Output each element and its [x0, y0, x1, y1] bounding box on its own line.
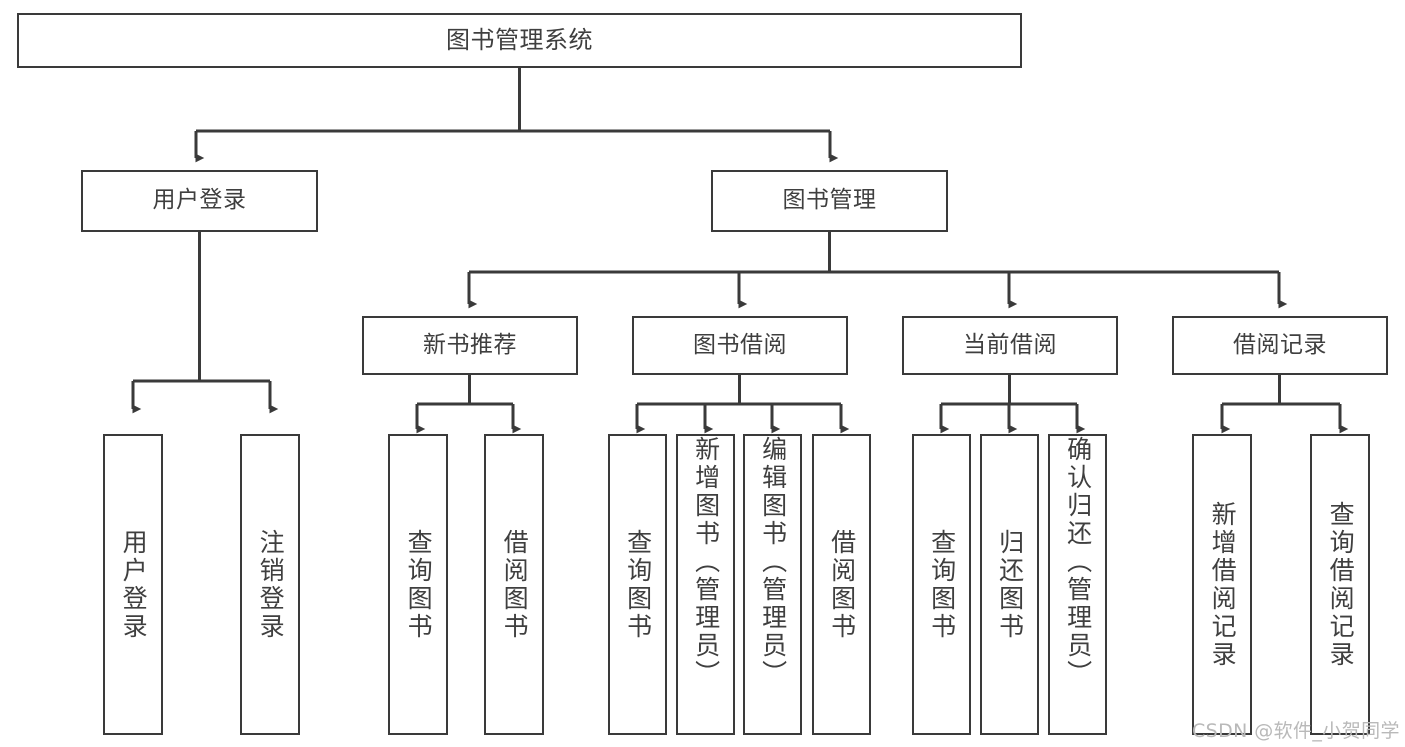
- leaf-borrow-query-book[interactable]: 查询图书: [608, 434, 667, 735]
- node-label: 图书管理: [782, 187, 877, 214]
- node-label: 借阅图书: [827, 528, 857, 641]
- leaf-user-login-logout[interactable]: 注销登录: [240, 434, 300, 735]
- node-label: 查询图书: [404, 528, 434, 641]
- node-label: 图书管理系统: [446, 26, 593, 55]
- leaf-current-confirm-return-admin[interactable]: 确认归还（管理员）: [1048, 434, 1107, 735]
- leaf-new-book-borrow[interactable]: 借阅图书: [484, 434, 544, 735]
- node-label: 用户登录: [152, 187, 247, 214]
- node-label: 查询图书: [927, 528, 957, 641]
- leaf-record-add-record[interactable]: 新增借阅记录: [1192, 434, 1252, 735]
- node-label: 确认归还（管理员）: [1063, 436, 1093, 688]
- leaf-current-return-book[interactable]: 归还图书: [980, 434, 1039, 735]
- node-label: 归还图书: [995, 528, 1025, 641]
- node-label: 图书借阅: [693, 331, 787, 358]
- leaf-current-query-book[interactable]: 查询图书: [912, 434, 971, 735]
- node-label: 新书推荐: [423, 331, 517, 358]
- node-label: 查询图书: [623, 528, 653, 641]
- node-label: 当前借阅: [963, 331, 1057, 358]
- node-new-book-recommend[interactable]: 新书推荐: [362, 316, 578, 375]
- node-label: 新增图书（管理员）: [691, 436, 721, 688]
- node-label: 用户登录: [119, 528, 149, 641]
- node-label: 编辑图书（管理员）: [758, 436, 788, 688]
- node-label: 借阅图书: [500, 528, 530, 641]
- node-user-login[interactable]: 用户登录: [81, 170, 318, 232]
- node-label: 新增借阅记录: [1208, 500, 1238, 669]
- leaf-user-login-login[interactable]: 用户登录: [103, 434, 163, 735]
- node-book-borrow[interactable]: 图书借阅: [632, 316, 848, 375]
- node-book-management[interactable]: 图书管理: [711, 170, 948, 232]
- node-current-borrow[interactable]: 当前借阅: [902, 316, 1118, 375]
- leaf-borrow-edit-book-admin[interactable]: 编辑图书（管理员）: [743, 434, 802, 735]
- node-label: 注销登录: [256, 528, 286, 641]
- leaf-borrow-borrow-book[interactable]: 借阅图书: [812, 434, 871, 735]
- node-label: 查询借阅记录: [1326, 500, 1356, 669]
- leaf-new-book-query[interactable]: 查询图书: [388, 434, 448, 735]
- node-borrow-record[interactable]: 借阅记录: [1172, 316, 1388, 375]
- node-root-system[interactable]: 图书管理系统: [17, 13, 1022, 68]
- leaf-borrow-add-book-admin[interactable]: 新增图书（管理员）: [676, 434, 735, 735]
- node-label: 借阅记录: [1233, 331, 1327, 358]
- leaf-record-query-record[interactable]: 查询借阅记录: [1310, 434, 1370, 735]
- csdn-watermark: CSDN @软件_小贺同学: [1192, 720, 1400, 742]
